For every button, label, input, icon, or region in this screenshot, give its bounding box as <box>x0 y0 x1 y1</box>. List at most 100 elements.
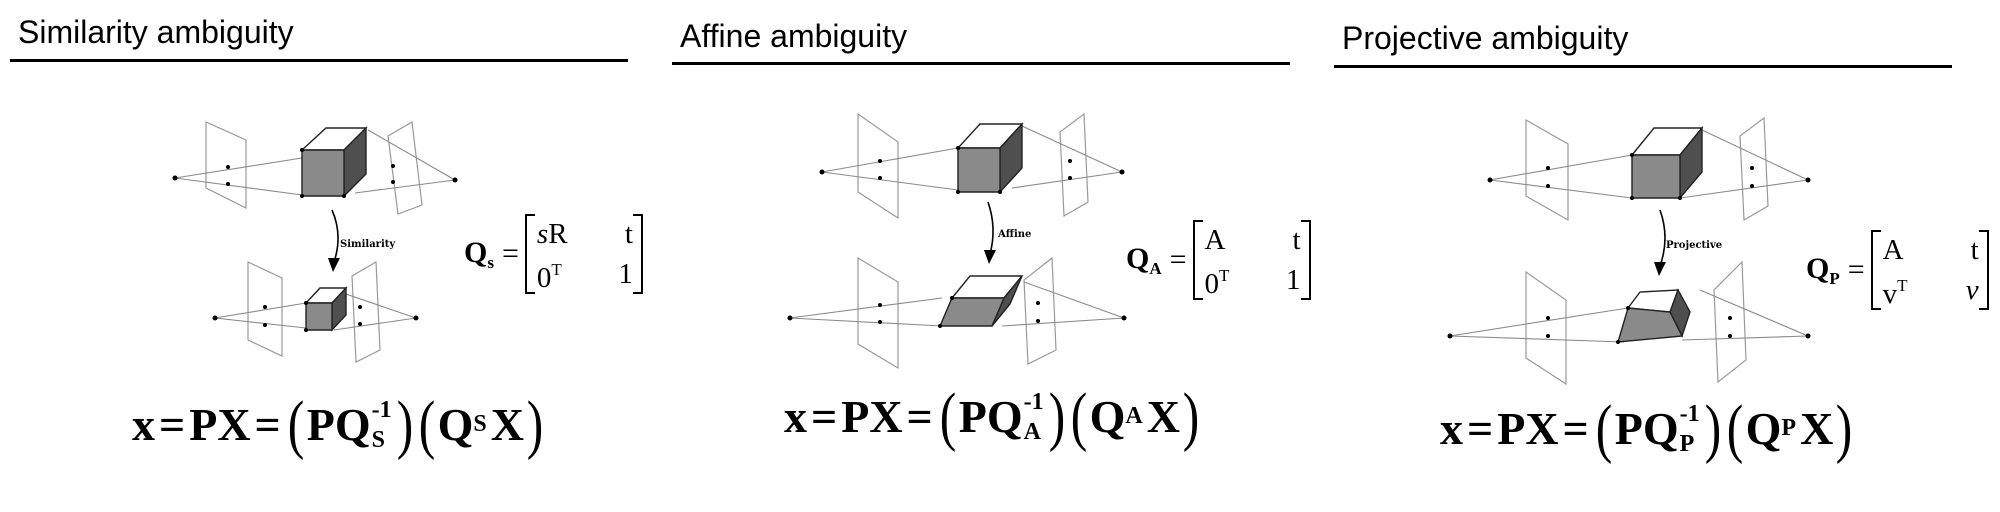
ray <box>821 147 959 173</box>
ray <box>214 302 307 319</box>
cube-vertex <box>304 328 308 332</box>
arrowhead <box>328 258 340 272</box>
ray <box>821 171 959 191</box>
eq-lhs: x <box>784 391 807 442</box>
panel-title: Projective ambiguity <box>1342 20 1629 56</box>
right-image-plane <box>351 260 381 363</box>
matrix-body: sR t 0T 1 <box>524 214 643 294</box>
cube-front-face <box>305 302 333 331</box>
open-paren: ( <box>287 387 305 461</box>
image-point <box>1546 166 1550 170</box>
ray <box>1001 317 1125 327</box>
similarity-scene-diagram <box>172 121 458 363</box>
image-point <box>263 305 267 309</box>
left-image-plane <box>1525 270 1567 386</box>
ray <box>1681 335 1809 341</box>
ray <box>1489 179 1633 199</box>
cube-front-face <box>301 149 345 197</box>
ray <box>1449 335 1625 343</box>
eq-q-subscript: A <box>1125 403 1143 429</box>
panel-affine: Affine ambiguity <box>672 0 1312 512</box>
matrix-cell-r2c1: 0T <box>1204 266 1230 300</box>
camera-center <box>172 175 178 181</box>
matrix-cell-r1c1: sR <box>536 218 568 250</box>
cube-vertex <box>1626 306 1630 310</box>
ambiguity-matrix: QP = A t vT v <box>1806 230 1989 310</box>
ray <box>339 291 417 319</box>
image-point <box>263 323 267 327</box>
matrix-cell-r2c2: 1 <box>1286 264 1301 296</box>
cube-vertex <box>300 194 304 198</box>
right-image-plane <box>1023 256 1057 365</box>
title-underline <box>1334 65 1952 68</box>
eq-equals: = <box>1467 403 1494 454</box>
image-point <box>1068 176 1072 180</box>
title-underline <box>672 62 1290 65</box>
image-point <box>391 164 395 168</box>
ray <box>1449 307 1629 337</box>
image-point <box>1546 184 1550 188</box>
cube-front-face <box>1617 307 1684 343</box>
close-paren: ) <box>1836 391 1853 465</box>
matrix-cell-r2c2: v <box>1965 274 1979 306</box>
ray <box>1011 171 1123 189</box>
image-point <box>1728 334 1732 338</box>
cube-vertex <box>950 296 954 300</box>
eq-x: X <box>490 399 524 450</box>
ray <box>1701 129 1809 181</box>
ray <box>214 317 307 329</box>
panel-projective: Projective ambiguity <box>1334 0 1989 512</box>
close-paren: ) <box>1182 379 1200 453</box>
camera-center <box>1119 169 1125 175</box>
right-image-plane <box>387 121 423 215</box>
right-image-plane <box>1059 112 1089 218</box>
cube-front-face <box>938 297 1006 327</box>
transform-label: Similarity <box>340 239 396 250</box>
matrix-cell-r1c2: t <box>1292 224 1301 256</box>
open-paren: ( <box>1595 391 1613 465</box>
eq-equals: = <box>906 391 933 442</box>
image-point <box>1036 301 1040 305</box>
cube-vertex <box>300 148 304 152</box>
title-underline <box>10 59 628 62</box>
ray <box>333 317 417 331</box>
matrix-cell-r2c1: vT <box>1882 276 1908 310</box>
image-point <box>358 322 362 326</box>
camera-center <box>1805 333 1811 339</box>
matrix-cell-r1c2: t <box>1970 234 1979 266</box>
eq-x: X <box>1146 391 1180 442</box>
eq-inverse-subscript: -1 P <box>1679 400 1700 457</box>
ray <box>367 129 456 181</box>
eq-q-subscript: P <box>1781 415 1797 441</box>
camera-center <box>212 315 218 321</box>
ray <box>354 179 456 194</box>
cube-vertex <box>998 190 1002 194</box>
image-point <box>1750 184 1754 188</box>
ray <box>174 177 303 196</box>
transform-arrow <box>331 209 339 263</box>
ray <box>174 157 303 179</box>
transform-label: Projective <box>1666 240 1723 251</box>
ambiguity-matrix: QA = A t 0T 1 <box>1126 220 1311 300</box>
cube-vertex <box>1616 340 1620 344</box>
left-image-plane <box>205 121 247 209</box>
image-point <box>878 303 882 307</box>
camera-center <box>1487 177 1493 183</box>
ray <box>1679 179 1809 199</box>
eq-pq: PQ <box>306 399 371 450</box>
open-paren: ( <box>418 387 435 461</box>
cube-vertex <box>342 194 346 198</box>
right-image-plane <box>1739 116 1769 222</box>
eq-lhs: x <box>1440 403 1463 454</box>
panel-title: Similarity ambiguity <box>18 14 294 50</box>
eq-pq: PQ <box>958 391 1023 442</box>
cube-vertex <box>304 301 308 305</box>
image-point <box>391 180 395 184</box>
panel-similarity: Similarity ambiguity <box>10 0 650 512</box>
bottom-scene <box>212 260 419 363</box>
matrix-equals: = <box>1169 243 1187 276</box>
matrix-body: A t 0T 1 <box>1192 220 1311 300</box>
cube-vertex <box>956 146 960 150</box>
eq-q: Q <box>1089 391 1126 442</box>
bottom-scene <box>1447 260 1811 386</box>
